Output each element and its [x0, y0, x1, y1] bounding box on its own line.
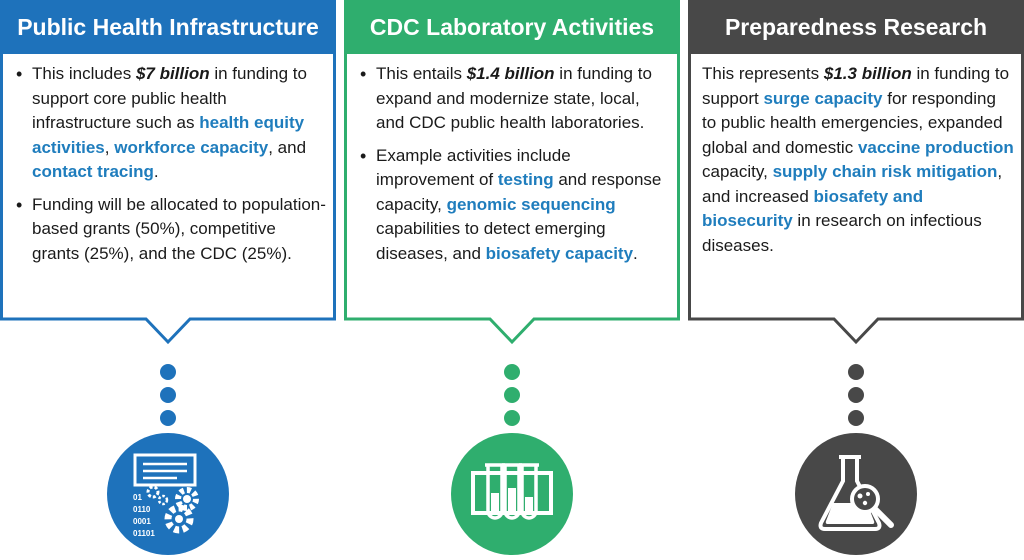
body-text-run: in funding to expand and modernize state…	[376, 64, 652, 132]
body-text-run: This represents	[702, 64, 824, 83]
flask-magnifier-icon	[795, 433, 917, 555]
body-text-run: capabilities to detect emerging diseases…	[376, 219, 606, 263]
highlight-term: vaccine production	[857, 137, 1014, 157]
funding-amount: $7 billion	[135, 64, 210, 83]
highlight-term: testing	[497, 170, 554, 189]
funding-amount: $1.4 billion	[466, 64, 555, 83]
connector-dot	[160, 410, 176, 426]
body-text-run: , and	[268, 137, 307, 157]
highlight-term: genomic sequencing	[446, 194, 616, 214]
connector-dot	[504, 364, 520, 380]
body-text-run: capacity,	[702, 162, 773, 181]
column-title: Public Health Infrastructure	[0, 0, 336, 54]
bullet-item: Funding will be allocated to population-…	[16, 193, 326, 267]
body-text-run: in funding to support	[702, 64, 1010, 108]
column-body: This includes $7 billion in funding to s…	[14, 62, 326, 274]
highlight-term: health equity activities	[32, 113, 305, 157]
connector-dot	[848, 410, 864, 426]
column-title: CDC Laboratory Activities	[344, 0, 680, 54]
binary-text: 01101	[133, 529, 155, 538]
body-text-run: .	[633, 243, 638, 263]
bullet-item: This includes $7 billion in funding to s…	[16, 62, 326, 185]
body-text-run: and response capacity,	[376, 170, 662, 214]
column-paragraph: This represents $1.3 billion in funding …	[702, 62, 1014, 258]
test-tubes-icon	[451, 433, 573, 555]
body-text-run: .	[153, 162, 159, 181]
highlight-term: supply chain risk mitigation	[772, 162, 998, 181]
bullet-item: This entails $1.4 billion in funding to …	[360, 62, 670, 136]
binary-text: 01	[133, 493, 142, 502]
highlight-term: contact tracing	[32, 162, 154, 181]
bullet-item: Example activities include improvement o…	[360, 144, 670, 267]
body-text-run: Example activities include improvement o…	[376, 145, 571, 190]
column-preparedness-research: Preparedness Research This represents $1…	[688, 0, 1024, 560]
highlight-term: biosafety and biosecurity	[702, 186, 924, 231]
connector-dot	[848, 387, 864, 403]
column-cdc-laboratory-activities: CDC Laboratory Activities This entails $…	[344, 0, 680, 560]
binary-text: 0001	[133, 517, 151, 526]
connector-dot	[160, 387, 176, 403]
body-text-run: ,	[104, 137, 115, 157]
data-gears-icon: 01 0110 0001 01101	[107, 433, 229, 555]
highlight-term: workforce capacity	[114, 137, 269, 157]
column-body: This entails $1.4 billion in funding to …	[358, 62, 670, 274]
body-text-run: Funding will be allocated to population-…	[32, 194, 326, 263]
body-text-run: This entails	[376, 64, 467, 83]
callout-box	[688, 0, 1024, 345]
body-text-run: in funding to support core public health…	[32, 64, 307, 132]
column-title: Preparedness Research	[688, 0, 1024, 54]
highlight-term: surge capacity	[763, 88, 883, 108]
body-text-run: for responding to public health emergenc…	[702, 88, 1003, 157]
column-body: This represents $1.3 billion in funding …	[702, 62, 1014, 258]
connector-dot	[848, 364, 864, 380]
connector-dot	[504, 410, 520, 426]
column-public-health-infrastructure: Public Health Infrastructure This includ…	[0, 0, 336, 560]
funding-amount: $1.3 billion	[823, 64, 912, 83]
highlight-term: biosafety capacity	[485, 243, 634, 263]
body-text-run: in research on infectious diseases.	[702, 211, 982, 255]
body-text-run: , and increased	[702, 162, 1003, 206]
binary-text: 0110	[133, 505, 151, 514]
body-text-run: This includes	[32, 64, 136, 83]
connector-dot	[160, 364, 176, 380]
connector-dot	[504, 387, 520, 403]
